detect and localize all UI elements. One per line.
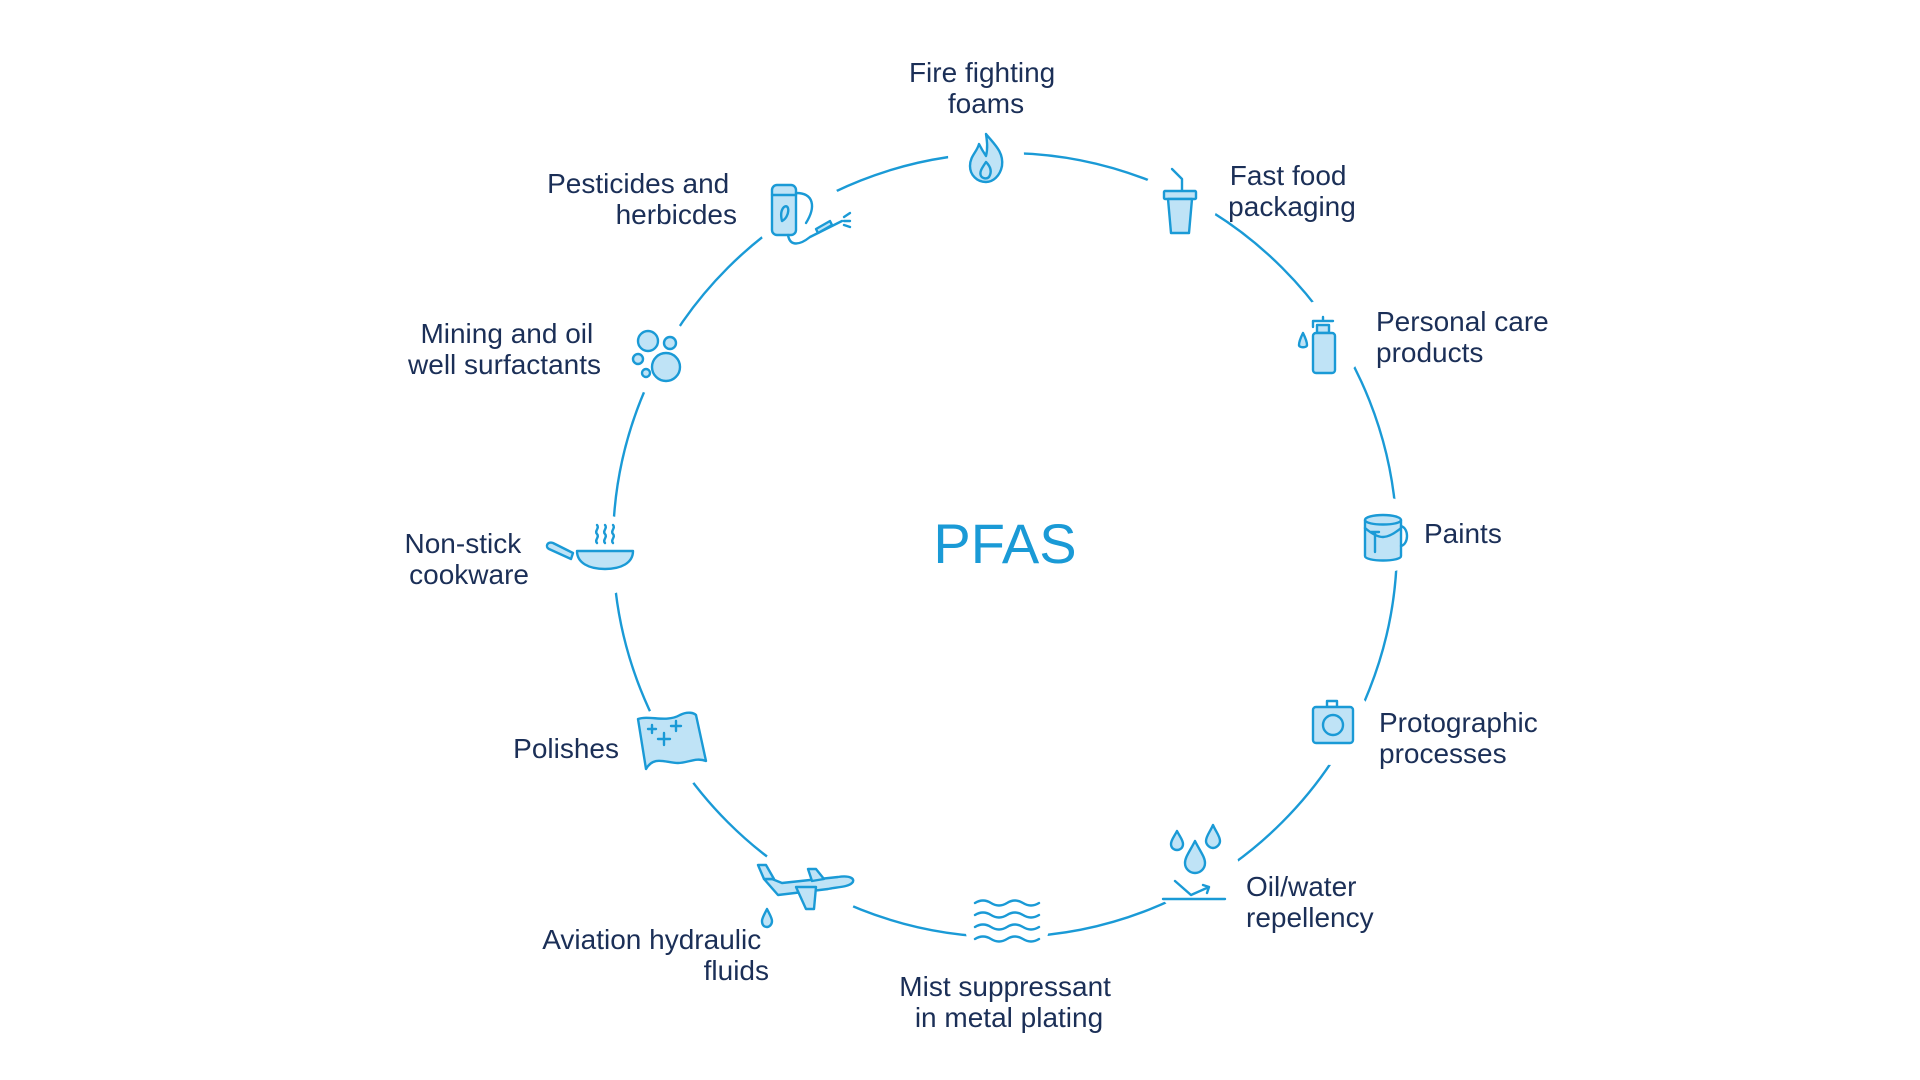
label-oil-water-repellency: Oil/water repellency <box>1246 871 1374 933</box>
label-fast-food-packaging: Fast food packaging <box>1228 160 1356 222</box>
label-fire-fighting-foams: Fire fighting foams <box>909 57 1063 119</box>
airplane-icon <box>756 863 855 929</box>
label-personal-care-products: Personal care products <box>1376 306 1557 368</box>
soap-dispenser-icon <box>1297 315 1337 375</box>
center-label: PFAS <box>933 512 1076 575</box>
label-non-stick-cookware: Non-stick cookware <box>405 528 529 590</box>
camera-icon <box>1311 699 1355 745</box>
sprayer-icon <box>770 183 852 245</box>
label-mist-suppressant: Mist suppressant in metal plating <box>899 971 1118 1033</box>
flame-icon <box>968 132 1004 184</box>
frying-pan-icon <box>545 523 635 571</box>
waves-icon <box>973 899 1041 943</box>
label-mining-oil-well-surfactants: Mining and oil well surfactants <box>407 318 601 380</box>
cup-icon <box>1162 167 1198 235</box>
bubbles-icon <box>631 329 682 383</box>
polishing-cloth-icon <box>636 711 708 771</box>
paint-bucket-icon <box>1363 513 1409 562</box>
water-drops-icon <box>1161 823 1227 901</box>
label-photographic-processes: Protographic processes <box>1379 707 1546 769</box>
label-paints: Paints <box>1424 518 1502 549</box>
label-pesticides-herbicides: Pesticides and herbicdes <box>547 168 737 230</box>
label-polishes: Polishes <box>513 733 619 764</box>
label-aviation-hydraulic-fluids: Aviation hydraulic fluids <box>542 924 769 986</box>
